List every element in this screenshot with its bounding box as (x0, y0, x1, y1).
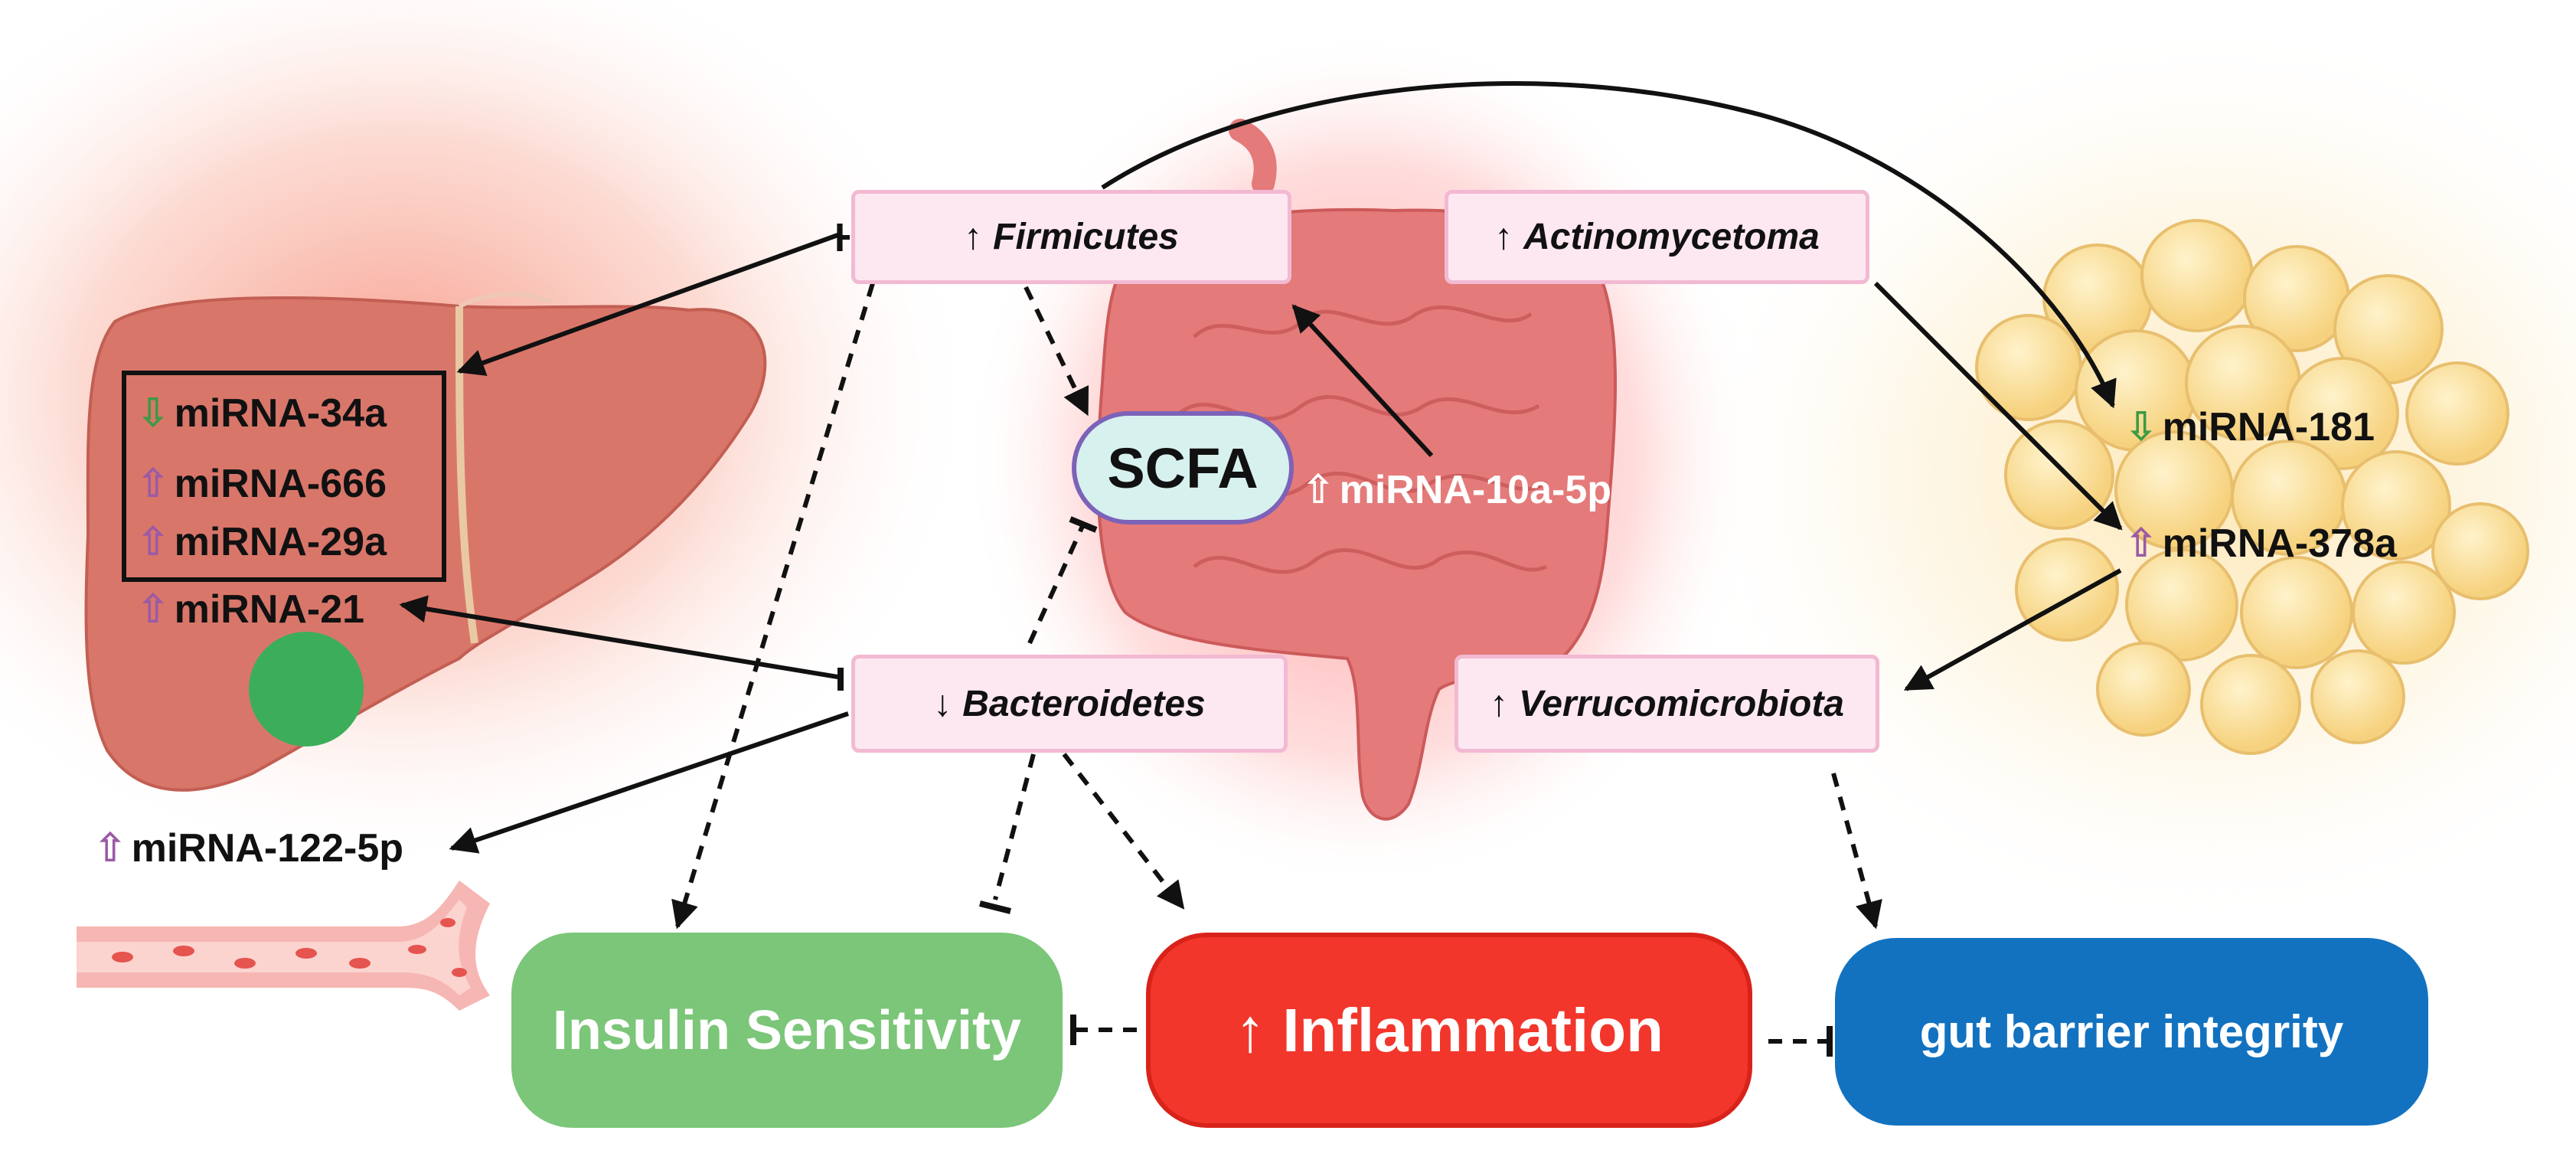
up-arrow-icon: ⇧ (136, 462, 170, 506)
up-arrow-icon: ⇧ (136, 587, 170, 632)
mirna-label: miRNA-34a (174, 391, 387, 436)
down-arrow-icon: ↓ (933, 683, 952, 724)
firmicutes-to-liver-arrow (456, 231, 844, 376)
verrucomicrobiota-to-gut-barrier-arrow (1831, 773, 1882, 930)
up-arrow-icon: ⇧ (93, 826, 127, 871)
mirna-label: miRNA-666 (174, 462, 387, 506)
up-arrow-icon: ↑ (1490, 683, 1508, 724)
up-arrow-icon: ⇧ (136, 520, 170, 564)
up-arrow-icon: ⇧ (2124, 521, 2158, 566)
verrucomicrobiota-box: ↑ Verrucomicrobiota (1455, 655, 1879, 753)
bacteroidetes-to-mirna21-arrow (399, 595, 843, 680)
liver-mirna-21: ⇧miRNA-21 (136, 587, 364, 632)
scfa-inhibit-bar (1069, 516, 1098, 533)
liver-mirna-29a: ⇧miRNA-29a (136, 519, 387, 565)
liver-illustration (84, 292, 767, 792)
mirna-label: miRNA-378a (2162, 521, 2397, 566)
adipose-mirna-181: ⇩miRNA-181 (2124, 404, 2375, 450)
inflammation-box: ↑ Inflammation (1146, 933, 1752, 1128)
blood-vessel-illustration (77, 881, 490, 1011)
mirna10a-to-gut-arrow (1291, 304, 1434, 458)
bacteria-label: Actinomycetoma (1523, 217, 1820, 257)
bacteroidetes-to-inflammation-arrow (1062, 753, 1185, 910)
mirna-label: miRNA-181 (2162, 405, 2375, 449)
mirna-label: miRNA-122-5p (131, 826, 403, 871)
up-arrow-icon: ↑ (964, 217, 983, 257)
actinomycetoma-to-mirna378a-arrow (1873, 281, 2123, 531)
liver-mirna-34a: ⇩miRNA-34a (136, 390, 387, 436)
bacteroidetes-to-mirna122-arrow (449, 711, 849, 854)
mirna-label: miRNA-10a-5p (1339, 468, 1611, 512)
down-arrow-icon: ⇩ (136, 391, 170, 436)
bacteroidetes-to-insulin-inhibit (993, 753, 1036, 900)
insulin-sensitivity-box: Insulin Sensitivity (511, 933, 1063, 1128)
down-arrow-icon: ⇩ (2124, 405, 2158, 449)
liver-mirna-666: ⇧miRNA-666 (136, 461, 387, 507)
scfa-node: SCFA (1072, 411, 1294, 524)
bacteroidetes-box: ↓Bacteroidetes (851, 655, 1288, 753)
firmicutes-to-mirna181-arrow (1101, 81, 2117, 409)
firmicutes-box: ↑Firmicutes (851, 190, 1291, 284)
insulin-inhibit-bar (979, 900, 1011, 914)
mirna-label: miRNA-21 (174, 587, 365, 632)
mirna378a-to-verrucomicrobiota-arrow (1903, 568, 2122, 691)
bacteria-label: Verrucomicrobiota (1519, 683, 1844, 724)
gut-mirna-10a-5p: ⇧miRNA-10a-5p (1301, 467, 1611, 513)
bacteria-label: Bacteroidetes (962, 683, 1206, 724)
actinomycetoma-box: ↑Actinomycetoma (1445, 190, 1869, 284)
adipose-mirna-378a: ⇧miRNA-378a (2124, 521, 2397, 567)
mirna-label: miRNA-29a (174, 520, 387, 564)
up-arrow-icon: ⇧ (1301, 468, 1335, 512)
bacteria-label: Firmicutes (993, 217, 1179, 257)
liver-mirna-frame (122, 371, 446, 582)
up-arrow-icon: ↑ (1494, 217, 1513, 257)
blood-mirna-122-5p: ⇧miRNA-122-5p (93, 825, 403, 871)
gut-barrier-integrity-box: gut barrier integrity (1835, 938, 2428, 1126)
bacteroidetes-to-scfa-inhibit (1027, 523, 1086, 645)
